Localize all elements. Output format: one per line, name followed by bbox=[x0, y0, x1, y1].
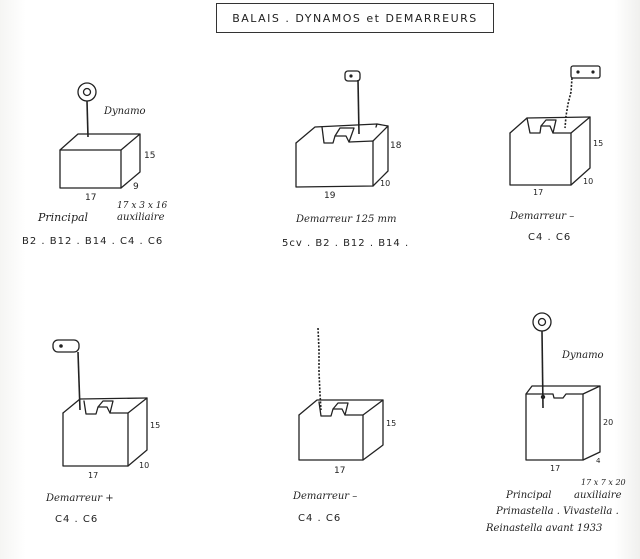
brush-drawing-demarreur-125: 18 19 10 Demarreur 125 mm 5cv . B2 . B12… bbox=[282, 70, 409, 249]
flag-terminal-icon bbox=[52, 339, 80, 353]
ring-terminal-icon bbox=[77, 82, 97, 102]
models: B2 . B12 . B14 . C4 . C6 bbox=[22, 236, 163, 247]
brush-block bbox=[59, 149, 122, 189]
label-demarreur: Demarreur – bbox=[509, 211, 574, 222]
dim-width: 17 bbox=[85, 193, 96, 203]
dim-depth: 10 bbox=[139, 461, 149, 470]
flag-terminal-icon bbox=[570, 65, 601, 79]
dim-width: 17 bbox=[533, 188, 543, 197]
label-demarreur: Demarreur + bbox=[45, 493, 114, 504]
dim-height: 20 bbox=[603, 418, 613, 427]
label-auxiliaire: auxiliaire bbox=[574, 490, 622, 501]
braided-wire bbox=[317, 327, 322, 411]
brush-drawing-demarreur-minus-braid: 15 17 Demarreur – C4 . C6 bbox=[292, 327, 396, 524]
wire bbox=[86, 100, 89, 138]
dim-height: 15 bbox=[593, 139, 603, 148]
brush-block bbox=[509, 117, 572, 186]
ring-terminal-icon bbox=[532, 312, 552, 332]
dim-width: 19 bbox=[324, 191, 336, 201]
dim-depth: 10 bbox=[583, 177, 593, 186]
label-demarreur: Demarreur – bbox=[292, 491, 357, 502]
dim-depth: 4 bbox=[596, 457, 601, 465]
label-dynamo: Dynamo bbox=[561, 350, 604, 361]
dim-width: 17 bbox=[334, 466, 345, 476]
dim-height: 18 bbox=[390, 141, 402, 151]
title-box: BALAIS . DYNAMOS et DEMARREURS bbox=[216, 3, 494, 33]
dim-depth: 10 bbox=[380, 179, 390, 188]
models: C4 . C6 bbox=[55, 514, 98, 525]
brush-drawing-demarreur-plus: 15 17 10 Demarreur + C4 . C6 bbox=[45, 339, 160, 525]
brush-drawing-dynamo-principal: Dynamo 15 17 9 17 x 3 x 16 Principal aux… bbox=[22, 82, 167, 247]
page-title: BALAIS . DYNAMOS et DEMARREURS bbox=[232, 11, 478, 25]
brush-drawing-demarreur-minus-c4: 15 17 10 Demarreur – C4 . C6 bbox=[509, 65, 603, 243]
dim-depth: 9 bbox=[133, 182, 139, 192]
wire bbox=[357, 79, 360, 135]
brush-block bbox=[295, 126, 374, 188]
brush-block bbox=[525, 393, 584, 461]
wire bbox=[77, 351, 81, 411]
aux-dims: 17 x 3 x 16 bbox=[117, 201, 167, 211]
models: C4 . C6 bbox=[528, 232, 571, 243]
dim-height: 15 bbox=[150, 421, 160, 430]
brush-block bbox=[298, 401, 364, 461]
models: C4 . C6 bbox=[298, 513, 341, 524]
aux-dims: 17 x 7 x 20 bbox=[581, 478, 626, 487]
brush-drawing-dynamo-rosengart: Dynamo 20 17 4 17 x 7 x 20 Principal aux… bbox=[485, 312, 626, 534]
label-dynamo: Dynamo bbox=[103, 106, 146, 117]
brush-block bbox=[62, 400, 129, 467]
label-demarreur: Demarreur 125 mm bbox=[295, 214, 397, 225]
models: 5cv . B2 . B12 . B14 . bbox=[282, 238, 409, 249]
dim-height: 15 bbox=[144, 151, 155, 161]
dim-height: 15 bbox=[386, 419, 396, 428]
flag-terminal-icon bbox=[344, 70, 361, 82]
models-line-2: Reinastella avant 1933 bbox=[485, 523, 602, 534]
dim-width: 17 bbox=[550, 464, 560, 473]
dim-width: 17 bbox=[88, 471, 98, 480]
braided-wire bbox=[564, 77, 573, 129]
label-principal: Principal bbox=[505, 490, 552, 501]
label-auxiliaire: auxiliaire bbox=[117, 212, 165, 223]
models-line-1: Primastella . Vivastella . bbox=[495, 506, 619, 517]
label-principal: Principal bbox=[37, 211, 89, 224]
